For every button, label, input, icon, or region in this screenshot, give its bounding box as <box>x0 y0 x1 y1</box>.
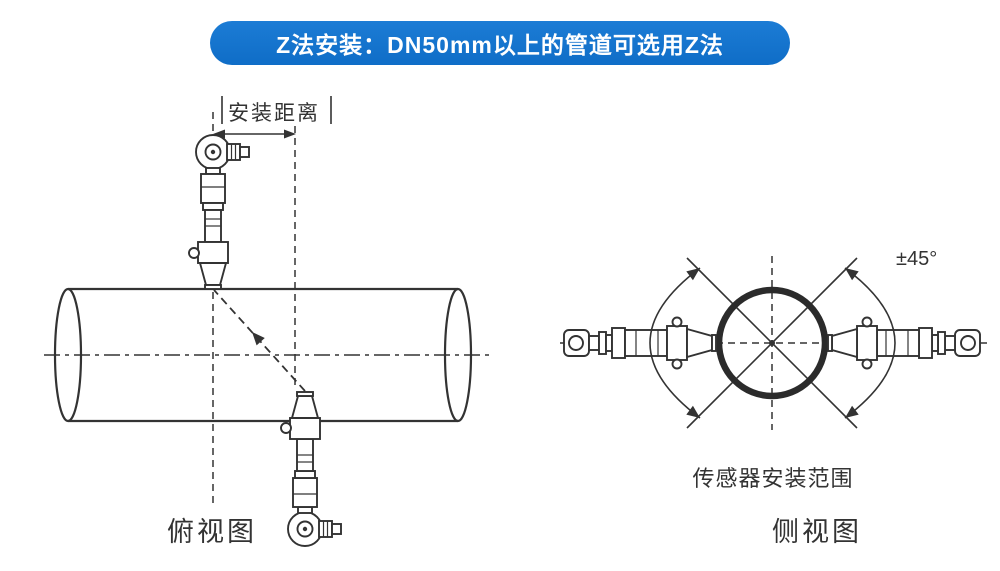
side-view-caption: 侧视图 <box>772 517 862 547</box>
title-banner: Z法安装：DN50mm以上的管道可选用Z法 <box>210 21 790 65</box>
ultrasonic-signal-path <box>213 289 306 392</box>
pipe-center-dot <box>769 340 775 346</box>
right-transducer <box>827 316 981 370</box>
rotation-arrow-right <box>844 267 896 419</box>
angle-label: ±45° <box>896 248 938 270</box>
banner-title: Z法安装：DN50mm以上的管道可选用Z法 <box>276 32 724 58</box>
upstream-transducer <box>188 134 250 290</box>
side-view-diagram <box>560 256 988 430</box>
top-view-caption: 俯视图 <box>167 517 257 547</box>
dimension-label: 安装距离 <box>228 102 320 125</box>
dimension-arrow <box>213 129 296 139</box>
downstream-transducer <box>280 391 342 547</box>
pipe-cross-section <box>715 286 829 400</box>
sensor-range-label: 传感器安装范围 <box>692 466 854 491</box>
top-view-diagram <box>44 96 492 547</box>
rotation-arrow-left <box>649 267 701 419</box>
left-transducer <box>563 316 717 370</box>
